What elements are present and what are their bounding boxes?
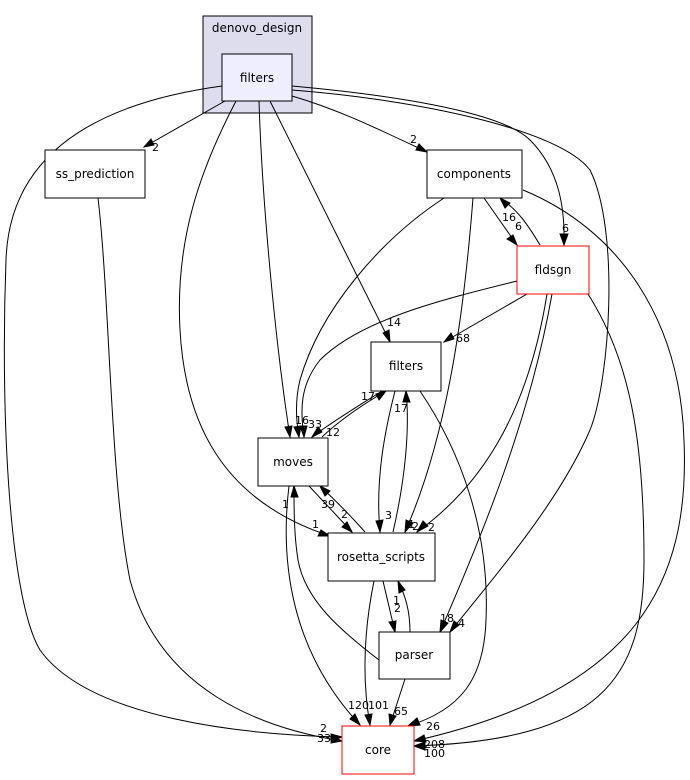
edge-rosetta-to-filters: 1 <box>392 389 415 533</box>
edge-label: 1 <box>282 498 289 511</box>
edge-label: 26 <box>426 720 440 733</box>
node-label: parser <box>395 648 434 662</box>
edge-label: 2 <box>341 508 348 521</box>
cluster-label: denovo_design <box>212 21 302 35</box>
edge-label: 208 <box>424 738 445 751</box>
edge-label: 2 <box>410 133 417 146</box>
edge-label: 17 <box>361 390 375 403</box>
edge-moves-to-filters: 17 <box>321 390 408 438</box>
edge-label: 2 <box>412 520 419 533</box>
node-filters-focus[interactable]: filters <box>221 53 293 102</box>
node-label: core <box>365 743 391 757</box>
nodes: filters ss_prediction components fldsgn … <box>44 53 590 775</box>
edge-label: 6 <box>562 222 569 235</box>
edge-label: 65 <box>394 705 408 718</box>
node-label: fldsgn <box>535 263 572 277</box>
node-ss-prediction[interactable]: ss_prediction <box>44 149 146 199</box>
edge-label: 2 <box>320 722 327 735</box>
edge-label: 101 <box>368 699 389 712</box>
edge-label: 100 <box>424 747 445 760</box>
edge-filters-to-core: 26 <box>406 390 487 733</box>
node-parser[interactable]: parser <box>378 631 451 680</box>
edge-fldsgn-to-rosetta: 2 <box>412 293 548 534</box>
edge-rosetta-to-core: 101 <box>364 580 389 727</box>
edge-label: 3 <box>385 509 392 522</box>
edge-moves-to-rosetta: 2 <box>308 485 354 534</box>
edge-ss-prediction-to-core: 33 <box>97 197 344 745</box>
edge-label: 2 <box>428 521 435 534</box>
edge-rosetta-to-moves: 39 <box>318 484 366 533</box>
edge-label: 2 <box>152 141 159 154</box>
node-label: rosetta_scripts <box>337 550 425 564</box>
node-components[interactable]: components <box>426 149 523 199</box>
node-moves[interactable]: moves <box>257 437 329 487</box>
edge-rosetta-to-parser: 2 <box>382 580 401 634</box>
edge-label: 2 <box>394 602 401 615</box>
edge-filters-main-to-components: 2 <box>291 95 429 153</box>
edge-label: 16 <box>502 211 516 224</box>
edge-label: 68 <box>456 332 470 345</box>
edge-filters-main-to-rosetta: 1 <box>178 100 332 537</box>
edge-filters-main-to-ss-prediction: 2 <box>142 100 226 154</box>
edge-components-to-rosetta: 2 <box>404 197 474 534</box>
edge-label: 18 <box>440 612 454 625</box>
edge-filters-to-rosetta: 3 <box>375 390 396 534</box>
edge-label: 14 <box>387 316 401 329</box>
edge-filters-main-to-moves: 16 <box>258 100 309 439</box>
edge-filters-main-to-filters: 14 <box>269 100 401 344</box>
edge-label: 33 <box>317 732 331 745</box>
edge-label: 1 <box>408 518 415 531</box>
node-core[interactable]: core <box>341 725 415 775</box>
node-fldsgn[interactable]: fldsgn <box>516 245 590 295</box>
node-label: filters <box>389 359 423 373</box>
node-label: ss_prediction <box>56 167 135 181</box>
edge-filters-to-moves: 17 <box>310 390 383 439</box>
node-label: components <box>437 167 511 181</box>
node-label: filters <box>240 71 274 85</box>
edge-components-to-core: 208 <box>412 189 685 751</box>
edge-fldsgn-to-core: 100 <box>412 293 645 760</box>
edge-fldsgn-to-moves: 12 <box>299 280 518 439</box>
edge-label: 1 <box>393 594 400 607</box>
edge-label: 4 <box>458 617 465 630</box>
edge-parser-to-core: 65 <box>388 678 408 727</box>
node-filters[interactable]: filters <box>370 341 442 392</box>
edge-label: 6 <box>515 220 522 233</box>
edge-parser-to-moves: 1 <box>282 484 380 661</box>
edge-label: 120 <box>348 699 369 712</box>
edge-label: 39 <box>321 498 335 511</box>
edge-moves-to-core: 120 <box>285 485 369 727</box>
node-label: moves <box>273 455 313 469</box>
edge-fldsgn-to-components: 6 <box>498 196 541 246</box>
edge-filters-main-to-parser: 4 <box>291 89 610 634</box>
edge-filters-main-to-fldsgn: 6 <box>291 85 569 247</box>
edges: 2 2 6 14 16 1 <box>3 85 685 760</box>
edge-label: 12 <box>326 426 340 439</box>
node-rosetta-scripts[interactable]: rosetta_scripts <box>327 532 436 582</box>
edge-label: 1 <box>312 518 319 531</box>
edge-fldsgn-to-parser: 18 <box>439 293 553 634</box>
edge-fldsgn-to-filters: 68 <box>442 293 528 345</box>
edge-label: 17 <box>394 402 408 415</box>
edge-parser-to-rosetta: 1 <box>393 579 411 633</box>
edge-components-to-fldsgn: 16 <box>483 197 519 247</box>
